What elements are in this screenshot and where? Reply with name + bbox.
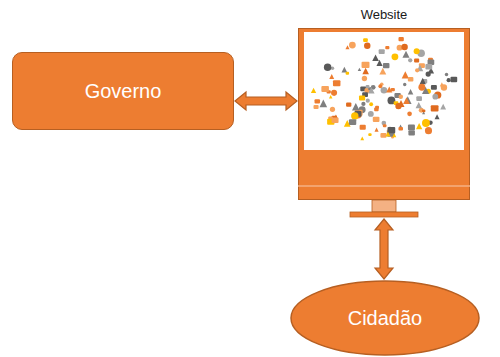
actor-ellipse: Cidadão xyxy=(290,280,480,356)
node-label: Cidadão xyxy=(348,307,423,330)
double-arrow xyxy=(235,92,297,110)
heading-label: Website xyxy=(298,7,470,22)
monitor-illustration xyxy=(298,28,470,218)
node-label: Governo xyxy=(85,80,162,103)
website-monitor: Website xyxy=(298,28,470,218)
double-arrow xyxy=(375,219,393,279)
process-box: Governo xyxy=(12,52,234,130)
